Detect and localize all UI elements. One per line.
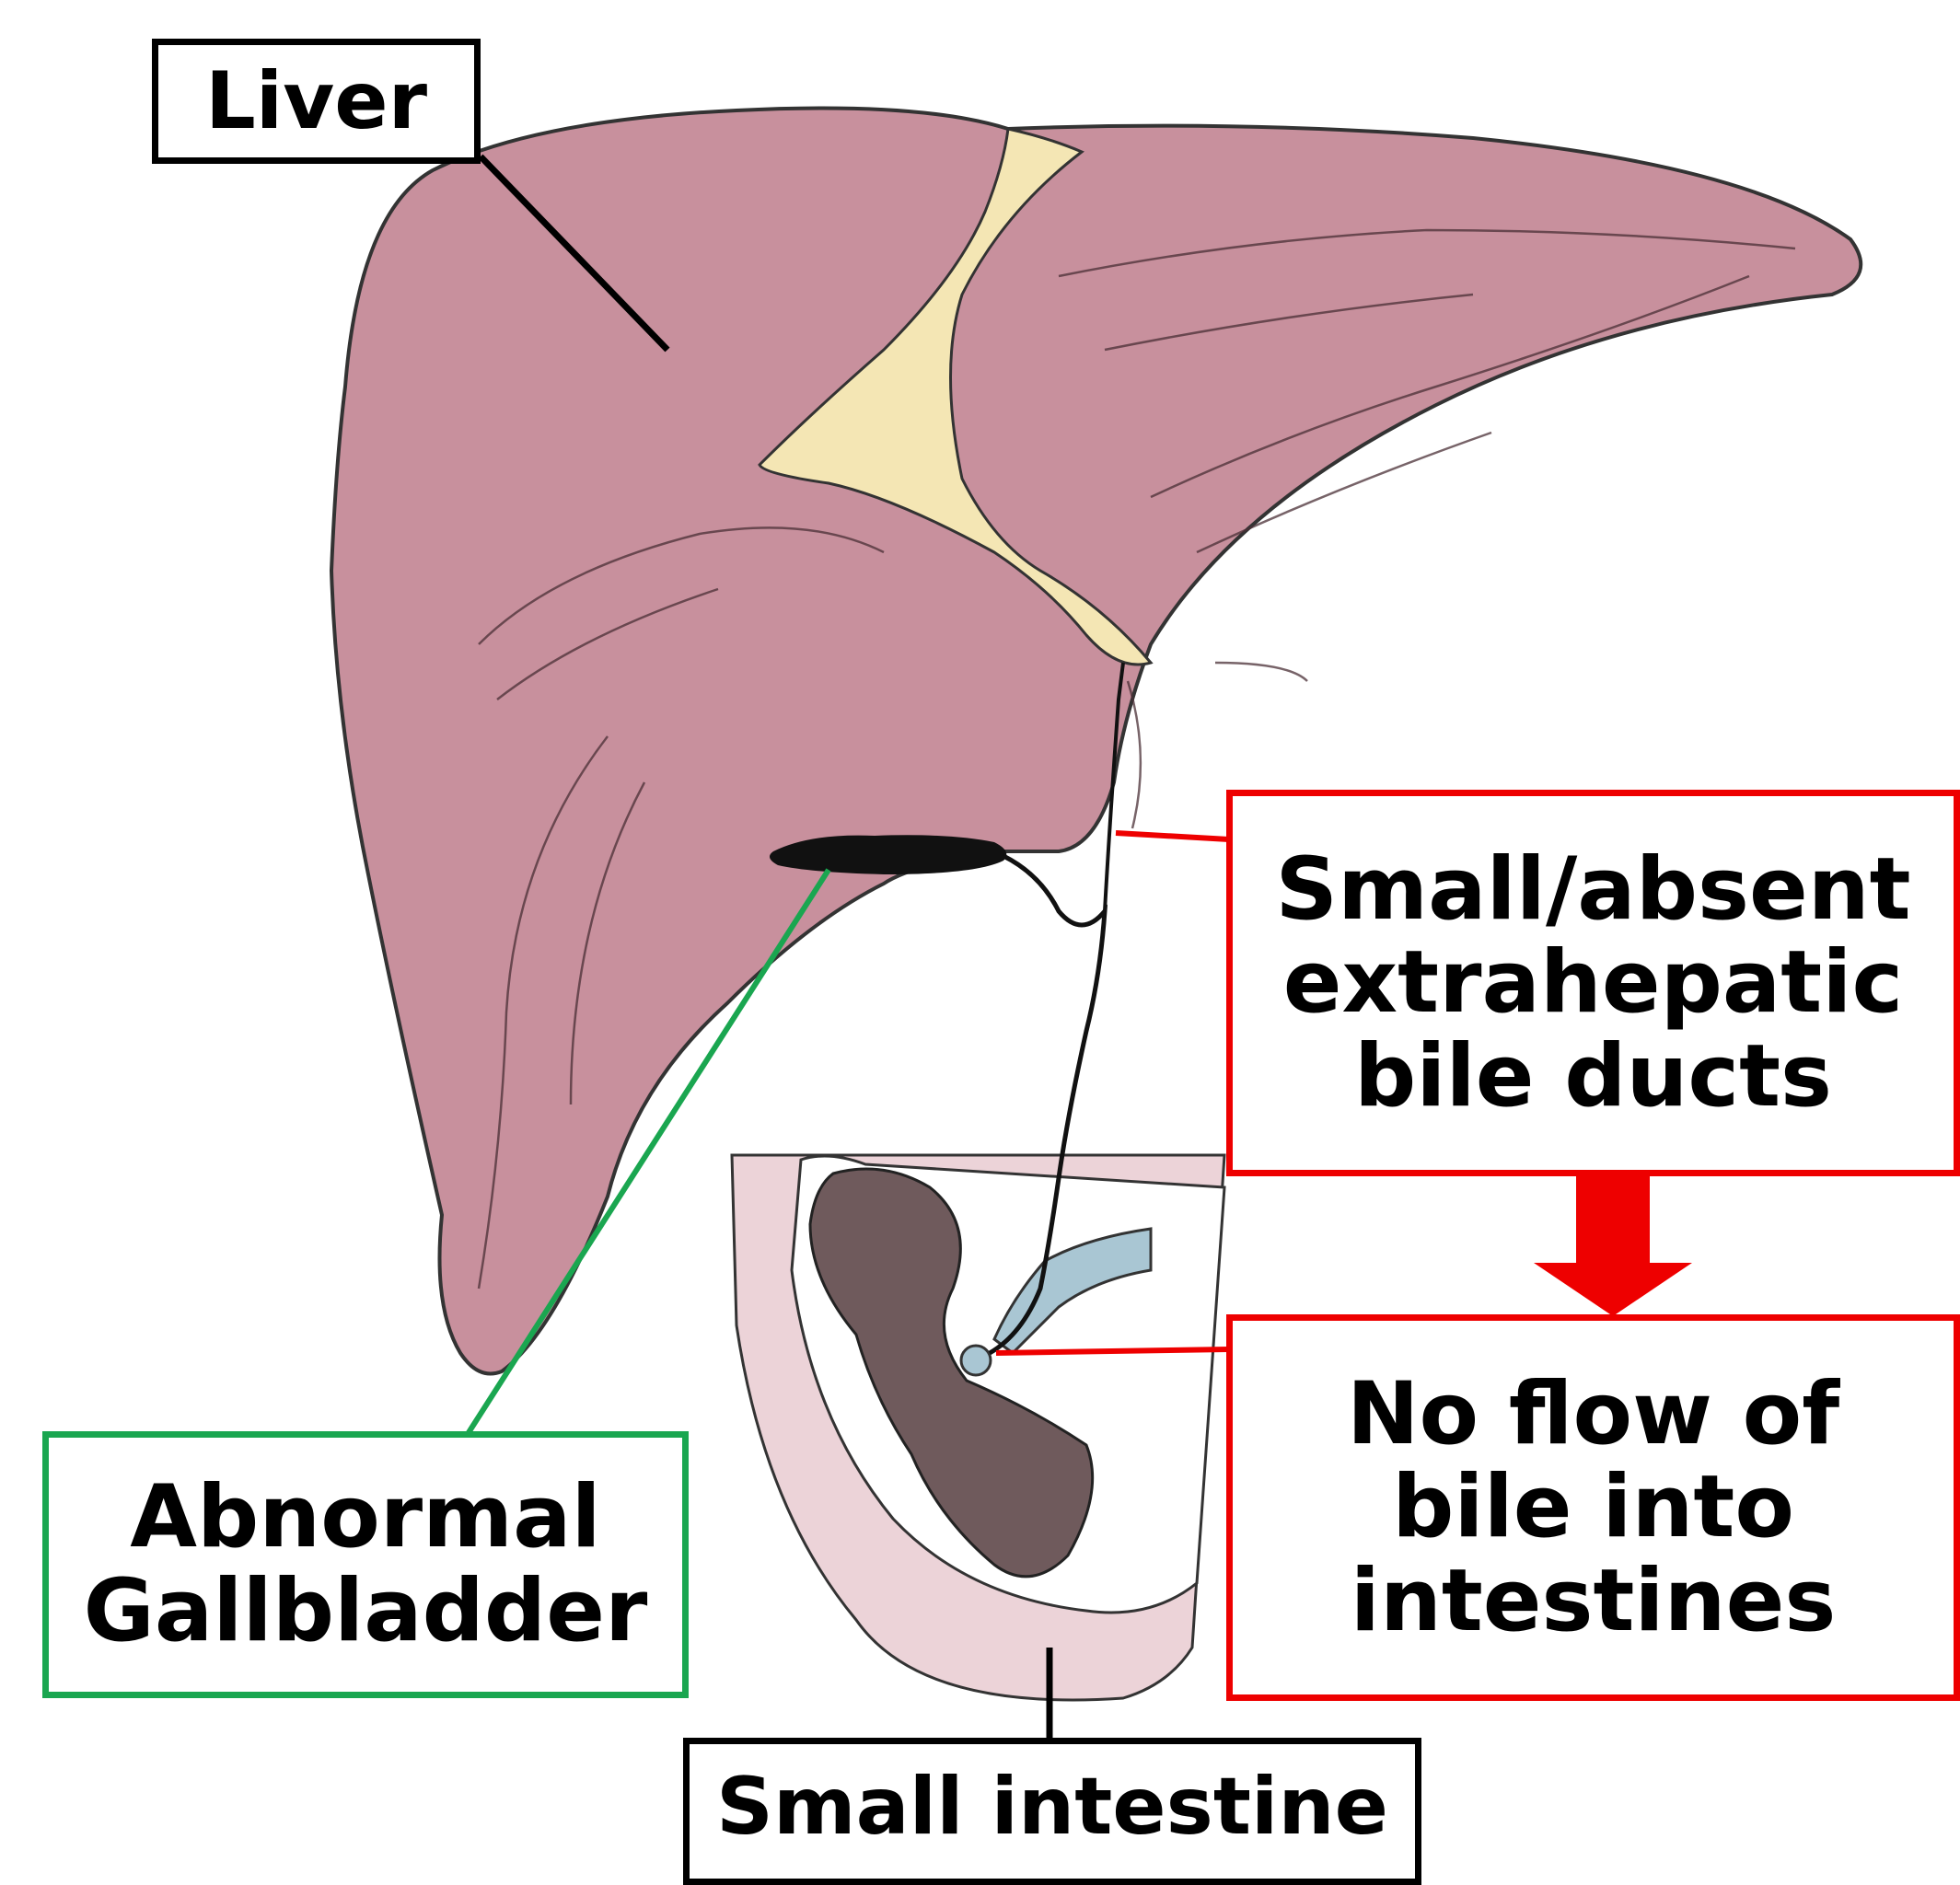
bile-ducts-label: Small/absent extrahepatic bile ducts <box>1226 790 1960 1176</box>
gallbladder-label: Abnormal Gallbladder <box>42 1431 689 1698</box>
bile-ducts-line-1: Small/absent <box>1275 843 1910 937</box>
flow-callout-line <box>996 1349 1229 1353</box>
small-intestine-label: Small intestine <box>683 1738 1421 1885</box>
gallbladder <box>770 835 1006 874</box>
liver-label: Liver <box>152 39 481 164</box>
bile-ducts-line-3: bile ducts <box>1354 1030 1832 1124</box>
ducts-callout-line <box>1116 833 1229 839</box>
ampulla <box>961 1346 991 1375</box>
bile-ducts-line-2: extrahepatic <box>1283 936 1903 1030</box>
gallbladder-line-2: Gallbladder <box>84 1565 648 1659</box>
liver-label-text: Liver <box>205 59 427 145</box>
down-arrow <box>1534 1176 1692 1316</box>
no-flow-line-1: No flow of <box>1347 1368 1839 1462</box>
small-intestine-label-text: Small intestine <box>716 1764 1388 1850</box>
no-flow-line-2: bile into <box>1392 1461 1794 1555</box>
gallbladder-line-1: Abnormal <box>130 1471 601 1565</box>
no-flow-line-3: intestines <box>1351 1555 1837 1648</box>
no-flow-label: No flow of bile into intestines <box>1226 1314 1960 1701</box>
